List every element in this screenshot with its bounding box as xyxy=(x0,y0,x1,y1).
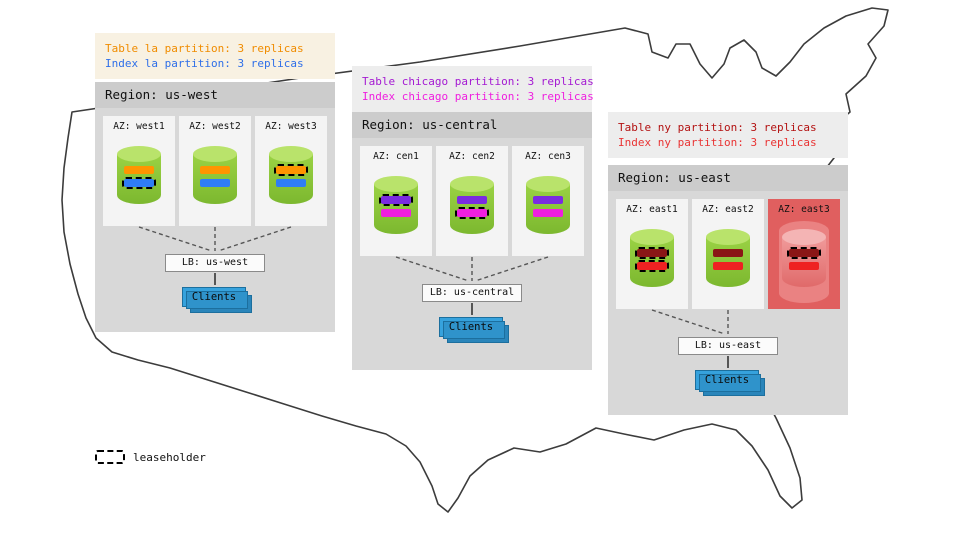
clients-node: Clients xyxy=(439,317,509,343)
table-replica-bar xyxy=(274,164,308,176)
index-replica-bar xyxy=(122,177,156,189)
database-cylinder-icon xyxy=(782,229,826,287)
legend: leaseholder xyxy=(95,450,206,464)
index-replica-bar xyxy=(455,207,489,219)
clients-node: Clients xyxy=(182,287,252,313)
cylinder-top xyxy=(526,176,570,192)
table-replica-bar xyxy=(200,166,230,174)
lb-connector-lines xyxy=(651,309,729,335)
index-replica-bar xyxy=(276,179,306,187)
database-cylinder-icon xyxy=(450,176,494,234)
region-title: Region: us-west xyxy=(95,82,335,108)
load-balancer-us-central: LB: us-central xyxy=(422,284,522,302)
az-east2: AZ: east2 xyxy=(692,199,764,309)
az-row: AZ: east1 AZ: east2 xyxy=(616,199,840,309)
legend-label: leaseholder xyxy=(133,450,206,464)
lb-clients-connector xyxy=(214,273,216,285)
az-cen3: AZ: cen3 xyxy=(512,146,584,256)
database-cylinder-icon xyxy=(630,229,674,287)
table-replica-bar xyxy=(124,166,154,174)
az-cen1: AZ: cen1 xyxy=(360,146,432,256)
callout-table-line: Table chicago partition: 3 replicas xyxy=(362,75,594,88)
lb-connector-lines xyxy=(395,256,549,282)
az-label: AZ: west2 xyxy=(189,121,241,132)
az-cen2: AZ: cen2 xyxy=(436,146,508,256)
az-west3: AZ: west3 xyxy=(255,116,327,226)
database-cylinder-icon xyxy=(374,176,418,234)
index-replica-bar xyxy=(200,179,230,187)
database-cylinder-icon xyxy=(706,229,750,287)
index-replica-bar xyxy=(533,209,563,217)
callout-index-line: Index ny partition: 3 replicas xyxy=(618,136,817,149)
table-replica-bar xyxy=(379,194,413,206)
az-label: AZ: west1 xyxy=(113,121,165,132)
cylinder-top xyxy=(706,229,750,245)
callout-index-line: Index chicago partition: 3 replicas xyxy=(362,90,594,103)
az-label: AZ: east1 xyxy=(626,204,678,215)
az-row: AZ: cen1 AZ: cen2 xyxy=(360,146,584,256)
index-replica-bar xyxy=(713,262,743,270)
cylinder-top xyxy=(117,146,161,162)
region-title: Region: us-east xyxy=(608,165,848,191)
database-cylinder-icon xyxy=(117,146,161,204)
load-balancer-us-west: LB: us-west xyxy=(165,254,265,272)
az-label: AZ: west3 xyxy=(265,121,317,132)
table-replica-bar xyxy=(635,247,669,259)
index-replica-bar xyxy=(381,209,411,217)
table-replica-bar xyxy=(713,249,743,257)
callout-us-east: Table ny partition: 3 replicas Index ny … xyxy=(608,112,848,158)
region-us-west: Region: us-west AZ: west1 AZ: west2 xyxy=(95,82,335,332)
load-balancer-us-east: LB: us-east xyxy=(678,337,778,355)
region-us-east: Region: us-east AZ: east1 AZ: east2 xyxy=(608,165,848,415)
lb-clients-connector xyxy=(471,303,473,315)
cylinder-top xyxy=(193,146,237,162)
callout-us-west: Table la partition: 3 replicas Index la … xyxy=(95,33,335,79)
cylinder-top xyxy=(450,176,494,192)
table-replica-bar xyxy=(457,196,487,204)
cylinder-top xyxy=(782,229,826,245)
az-east3: AZ: east3 xyxy=(768,199,840,309)
cylinder-top xyxy=(374,176,418,192)
clients-node: Clients xyxy=(695,370,765,396)
lb-connector-lines xyxy=(138,226,292,252)
cylinder-top xyxy=(630,229,674,245)
az-east1: AZ: east1 xyxy=(616,199,688,309)
az-label: AZ: cen2 xyxy=(449,151,495,162)
az-west2: AZ: west2 xyxy=(179,116,251,226)
leaseholder-swatch-icon xyxy=(95,450,125,464)
database-cylinder-icon xyxy=(269,146,313,204)
az-west1: AZ: west1 xyxy=(103,116,175,226)
callout-table-line: Table la partition: 3 replicas xyxy=(105,42,304,55)
az-row: AZ: west1 AZ: west2 xyxy=(103,116,327,226)
region-us-central: Region: us-central AZ: cen1 AZ: cen2 xyxy=(352,112,592,370)
index-replica-bar xyxy=(789,262,819,270)
az-label: AZ: cen1 xyxy=(373,151,419,162)
database-cylinder-icon xyxy=(526,176,570,234)
callout-index-line: Index la partition: 3 replicas xyxy=(105,57,304,70)
cylinder-top xyxy=(269,146,313,162)
lb-clients-connector xyxy=(727,356,729,368)
table-replica-bar xyxy=(787,247,821,259)
az-label: AZ: cen3 xyxy=(525,151,571,162)
table-replica-bar xyxy=(533,196,563,204)
az-label: AZ: east3 xyxy=(778,204,830,215)
database-cylinder-icon xyxy=(193,146,237,204)
region-title: Region: us-central xyxy=(352,112,592,138)
az-label: AZ: east2 xyxy=(702,204,754,215)
callout-table-line: Table ny partition: 3 replicas xyxy=(618,121,817,134)
index-replica-bar xyxy=(635,260,669,272)
callout-us-central: Table chicago partition: 3 replicas Inde… xyxy=(352,66,594,112)
